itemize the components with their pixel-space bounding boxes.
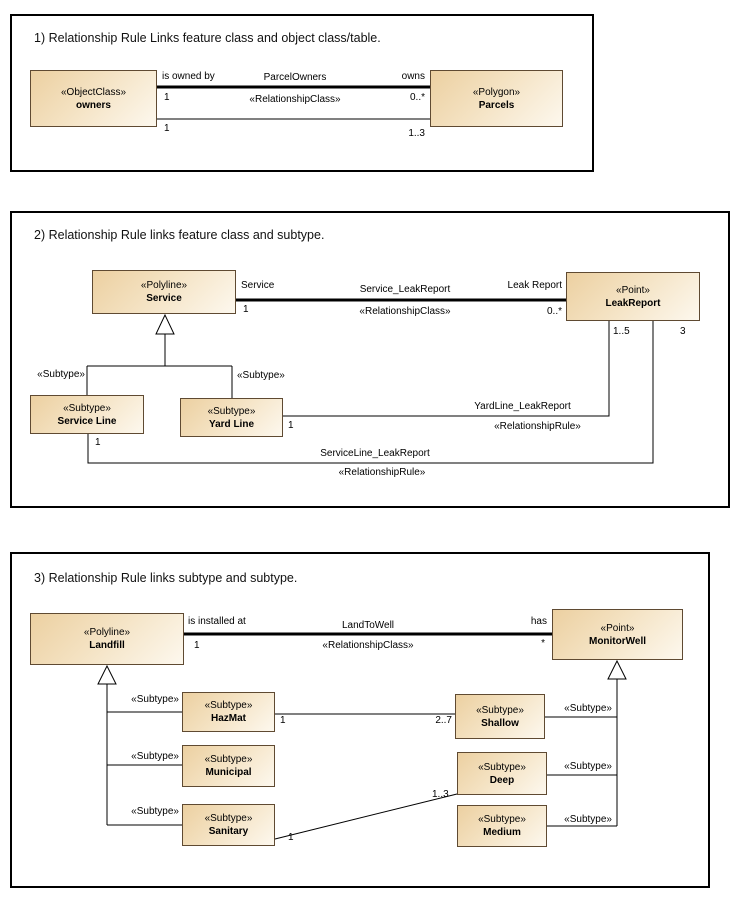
class-stereotype: «Subtype» [476, 704, 524, 716]
rule-multiplicity-right: 1..3 [408, 128, 425, 139]
hazmat-shallow-mult-left: 1 [280, 715, 286, 726]
class-stereotype: «Subtype» [204, 813, 253, 824]
class-name: Shallow [481, 717, 519, 729]
role-label-right: Leak Report [507, 280, 562, 291]
class-name: Municipal [205, 767, 252, 778]
leakreport-multiplicity-2: 3 [680, 326, 686, 337]
class-stereotype: «Polyline» [140, 280, 188, 291]
rule-multiplicity-left: 1 [164, 123, 170, 134]
subtype-box-service-line: «Subtype» Service Line [30, 395, 144, 434]
leakreport-multiplicity-1: 1..5 [613, 326, 630, 337]
class-box-landfill: «Polyline» Landfill [30, 613, 184, 665]
subtype-box-hazmat: «Subtype» HazMat [182, 692, 275, 732]
subtype-branch-label-left: «Subtype» [37, 369, 85, 380]
sanitary-deep-mult-left: 1 [288, 832, 294, 843]
multiplicity-left: 1 [194, 640, 200, 651]
class-stereotype: «Subtype» [478, 761, 526, 773]
multiplicity-right: * [541, 638, 545, 649]
class-name: Service Line [57, 415, 117, 427]
class-box-parcels: «Polygon» Parcels [430, 70, 563, 127]
class-stereotype: «Point» [616, 284, 650, 296]
subtype-branch-label: «Subtype» [131, 694, 179, 705]
subtype-branch-label: «Subtype» [564, 761, 612, 772]
class-stereotype: «Subtype» [207, 405, 256, 417]
subtype-branch-label: «Subtype» [131, 806, 179, 817]
class-name: Deep [489, 774, 515, 786]
subtype-branch-label-right: «Subtype» [237, 370, 285, 381]
class-name: owners [75, 99, 111, 111]
class-box-owners: «ObjectClass» owners [30, 70, 157, 127]
class-stereotype: «ObjectClass» [60, 86, 127, 98]
yardline-rule-name: YardLine_LeakReport [474, 401, 571, 412]
class-stereotype: «Subtype» [63, 402, 111, 414]
serviceline-rule-multiplicity: 1 [95, 437, 101, 448]
relationship-stereotype: «RelationshipClass» [322, 640, 414, 651]
role-label-left: is owned by [162, 71, 215, 82]
relationship-name: ParcelOwners [263, 72, 327, 83]
class-name: Parcels [478, 99, 515, 111]
relationship-stereotype: «RelationshipClass» [359, 306, 451, 317]
panel-3-title: 3) Relationship Rule links subtype and s… [34, 571, 298, 585]
multiplicity-right: 0..* [546, 306, 562, 317]
multiplicity-left: 1 [164, 92, 170, 103]
panel-3-frame [10, 552, 710, 888]
class-stereotype: «Subtype» [204, 754, 253, 765]
class-stereotype: «Subtype» [478, 814, 526, 825]
relationship-name: Service_LeakReport [359, 284, 451, 295]
multiplicity-left: 1 [243, 304, 249, 315]
panel-2-title: 2) Relationship Rule links feature class… [34, 228, 325, 242]
subtype-branch-label: «Subtype» [564, 703, 612, 714]
class-name: MonitorWell [588, 635, 647, 647]
subtype-box-yard-line: «Subtype» Yard Line [180, 398, 283, 437]
class-name: Sanitary [208, 826, 249, 837]
serviceline-rule-name: ServiceLine_LeakReport [320, 448, 430, 459]
class-box-leakreport: «Point» LeakReport [566, 272, 700, 321]
serviceline-rule-stereotype: «RelationshipRule» [338, 467, 426, 478]
subtype-box-deep: «Subtype» Deep [457, 752, 547, 795]
class-stereotype: «Subtype» [204, 700, 253, 711]
yardline-rule-stereotype: «RelationshipRule» [494, 421, 581, 432]
subtype-box-municipal: «Subtype» Municipal [182, 745, 275, 787]
class-name: HazMat [210, 713, 246, 724]
class-name: Medium [483, 827, 521, 838]
hazmat-shallow-mult-right: 2..7 [435, 715, 452, 726]
relationship-name: LandToWell [341, 620, 395, 631]
class-box-service: «Polyline» Service [92, 270, 236, 314]
sanitary-deep-mult-right: 1..3 [432, 789, 449, 800]
subtype-box-shallow: «Subtype» Shallow [455, 694, 545, 739]
subtype-branch-label: «Subtype» [564, 814, 612, 825]
relationship-stereotype: «RelationshipClass» [249, 94, 341, 105]
class-stereotype: «Point» [600, 622, 635, 634]
multiplicity-right: 0..* [409, 92, 425, 103]
subtype-box-sanitary: «Subtype» Sanitary [182, 804, 275, 846]
role-label-left: Service [241, 280, 275, 291]
subtype-box-medium: «Subtype» Medium [457, 805, 547, 847]
subtype-branch-label: «Subtype» [131, 751, 179, 762]
panel-2-frame [10, 211, 730, 508]
class-box-monitorwell: «Point» MonitorWell [552, 609, 683, 660]
panel-1-title: 1) Relationship Rule Links feature class… [34, 31, 381, 45]
class-name: LeakReport [605, 297, 661, 309]
yardline-rule-multiplicity: 1 [288, 420, 294, 431]
class-name: Landfill [89, 640, 125, 651]
class-name: Yard Line [208, 418, 254, 430]
class-name: Service [146, 293, 182, 304]
class-stereotype: «Polygon» [472, 86, 521, 98]
role-label-right: has [530, 616, 547, 627]
class-stereotype: «Polyline» [83, 627, 131, 638]
role-label-left: is installed at [188, 616, 246, 627]
role-label-right: owns [401, 71, 425, 82]
